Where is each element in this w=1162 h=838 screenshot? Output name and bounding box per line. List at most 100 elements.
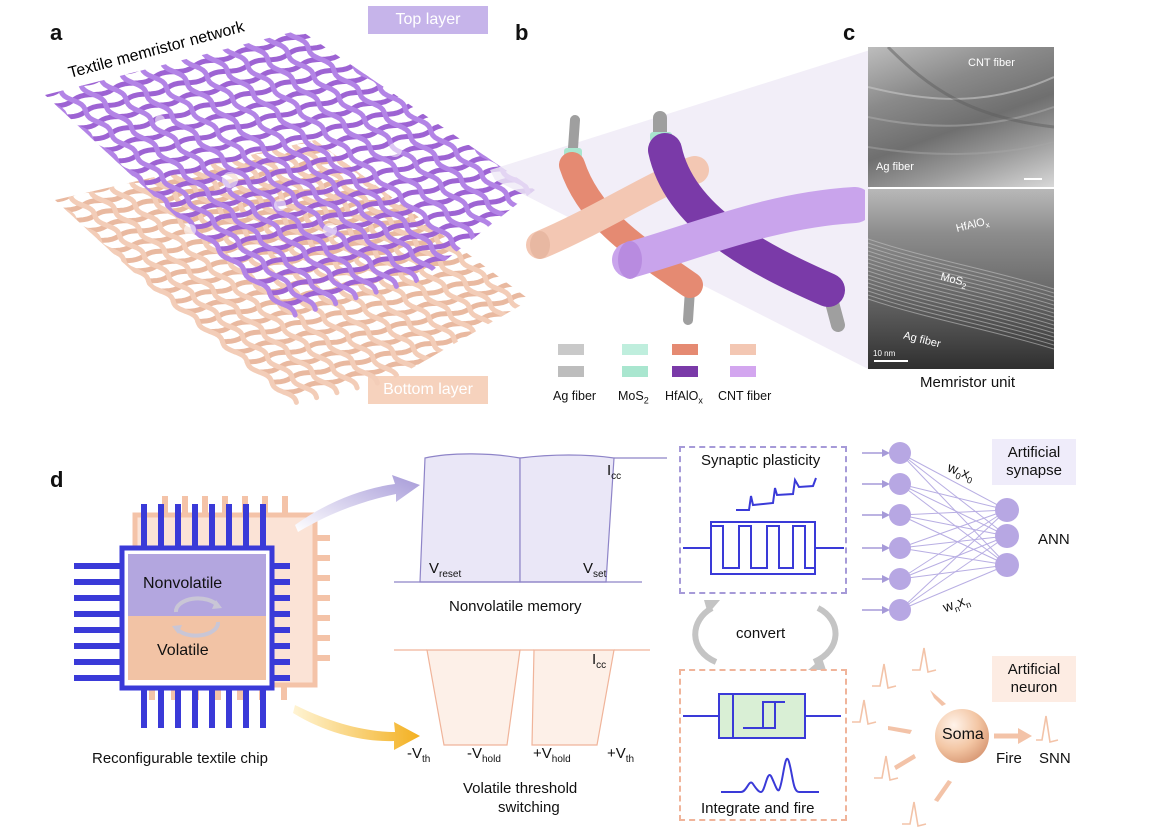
- weft-thread: [118, 69, 379, 295]
- ann-output-node: [995, 524, 1019, 548]
- ann-connection: [899, 509, 1008, 611]
- chip-caption: Reconfigurable textile chip: [92, 750, 268, 767]
- legend-swatch-bottom: [558, 366, 584, 377]
- ann-network: [862, 442, 1019, 621]
- weft-thread: [138, 63, 399, 289]
- textile-chip: [74, 496, 330, 728]
- nv-icc-label: Icc: [607, 462, 622, 482]
- weft-thread: [55, 197, 299, 405]
- neuron-circuit: [683, 693, 841, 794]
- sem-label-cnt: CNT fiber: [968, 57, 1015, 69]
- ann-connection: [899, 452, 1008, 566]
- tem-image: HfAlOx MoS2 Ag fiber 10 nm: [868, 189, 1054, 369]
- legend-label-hfalox: HfAlOx: [665, 389, 703, 406]
- ann-connection: [899, 535, 1008, 549]
- nonvolatile-iv-plot: [394, 453, 667, 583]
- nv-vset-label: Vset: [583, 560, 607, 580]
- weft-thread: [280, 30, 535, 249]
- ann-connection: [899, 483, 1008, 566]
- volatile-iv-plot: [394, 649, 650, 746]
- weft-thread: [199, 46, 460, 272]
- twisted-fiber-model: [526, 111, 865, 332]
- legend-swatch-bottom: [730, 366, 756, 377]
- legend-swatch-top: [730, 344, 756, 355]
- ann-connection: [899, 509, 1008, 516]
- v-caption-line2: switching: [498, 799, 560, 816]
- material-legend: [548, 342, 788, 402]
- ann-input-arrowhead: [882, 575, 890, 583]
- legend-swatch-bottom: [622, 366, 648, 377]
- soma-label: Soma: [942, 726, 984, 743]
- v-pos-vhold-label: +Vhold: [533, 745, 571, 765]
- weft-thread: [88, 187, 340, 396]
- weft-thread: [78, 81, 339, 307]
- ann-connection: [899, 452, 1008, 537]
- synaptic-waveforms: [683, 476, 844, 575]
- weft-thread: [219, 41, 480, 266]
- ann-connection: [899, 509, 1008, 580]
- legend-swatch-top: [622, 344, 648, 355]
- legend-label-cnt: CNT fiber: [718, 389, 772, 403]
- weft-thread: [239, 35, 501, 261]
- ann-connection: [899, 564, 1008, 611]
- convert-label: convert: [736, 625, 786, 642]
- v-pos-vth-label: +Vth: [607, 745, 635, 765]
- ann-input-node: [889, 568, 911, 590]
- legend-swatch-top: [558, 344, 584, 355]
- ann-connection: [899, 564, 1008, 580]
- ann-input-arrowhead: [882, 606, 890, 614]
- snn-spikes: [852, 647, 1059, 827]
- ann-input-node: [889, 473, 911, 495]
- panel-b-letter: b: [515, 20, 529, 45]
- synaptic-box: [679, 446, 847, 594]
- ann-connection: [899, 452, 1008, 511]
- weft-thread: [290, 140, 530, 347]
- ann-output-node: [995, 553, 1019, 577]
- v-caption-line1: Volatile threshold: [463, 780, 578, 797]
- snn-label: SNN: [1039, 750, 1071, 767]
- legend-swatch-top: [672, 344, 698, 355]
- v-neg-vth-label: -Vth: [407, 745, 431, 765]
- legend-label-mos2: MoS2: [618, 389, 649, 406]
- ann-input-node: [889, 599, 911, 621]
- weft-thread: [57, 86, 318, 312]
- weft-thread: [249, 149, 502, 357]
- ann-input-node: [889, 537, 911, 559]
- weft-thread: [260, 30, 521, 255]
- v-neg-vhold-label: -Vhold: [467, 745, 501, 765]
- panel-c-letter: c: [843, 20, 856, 45]
- tem-scale: 10 nm: [873, 349, 896, 358]
- v-icc-label: Icc: [592, 651, 607, 671]
- memristor-caption: Memristor unit: [920, 374, 1016, 391]
- ann-input-node: [889, 504, 911, 526]
- weft-thread: [158, 58, 420, 284]
- ann-connection: [899, 535, 1008, 611]
- convert-arrows: [692, 600, 839, 670]
- ann-connection: [899, 535, 1008, 580]
- weft-thread: [67, 192, 320, 401]
- fire-label: Fire: [996, 750, 1022, 767]
- bottom-layer-tag: Bottom layer: [368, 376, 488, 404]
- ann-connection: [899, 547, 1008, 566]
- nv-vreset-label: Vreset: [429, 560, 462, 580]
- top-layer-tag: Top layer: [368, 6, 488, 34]
- ann-input-arrowhead: [882, 511, 890, 519]
- chip-arrows: [293, 475, 420, 750]
- neuron-box-title: Integrate and fire: [701, 800, 815, 817]
- legend-swatch-bottom: [672, 366, 698, 377]
- ann-input-arrowhead: [882, 449, 890, 457]
- glow-spots: [155, 115, 402, 237]
- chip-label-nonvolatile: Nonvolatile: [143, 575, 223, 592]
- ann-connection: [899, 514, 1008, 537]
- ann-input-arrowhead: [882, 480, 890, 488]
- sem-image: CNT fiber Ag fiber: [868, 47, 1054, 187]
- neuron-box: [679, 669, 847, 821]
- synaptic-title: Synaptic plasticity: [701, 452, 821, 469]
- chip-label-volatile: Volatile: [157, 642, 209, 659]
- weft-thread: [179, 52, 440, 278]
- weft-thread: [108, 183, 360, 391]
- panel-d-letter: d: [50, 467, 64, 492]
- ann-connection: [899, 509, 1008, 549]
